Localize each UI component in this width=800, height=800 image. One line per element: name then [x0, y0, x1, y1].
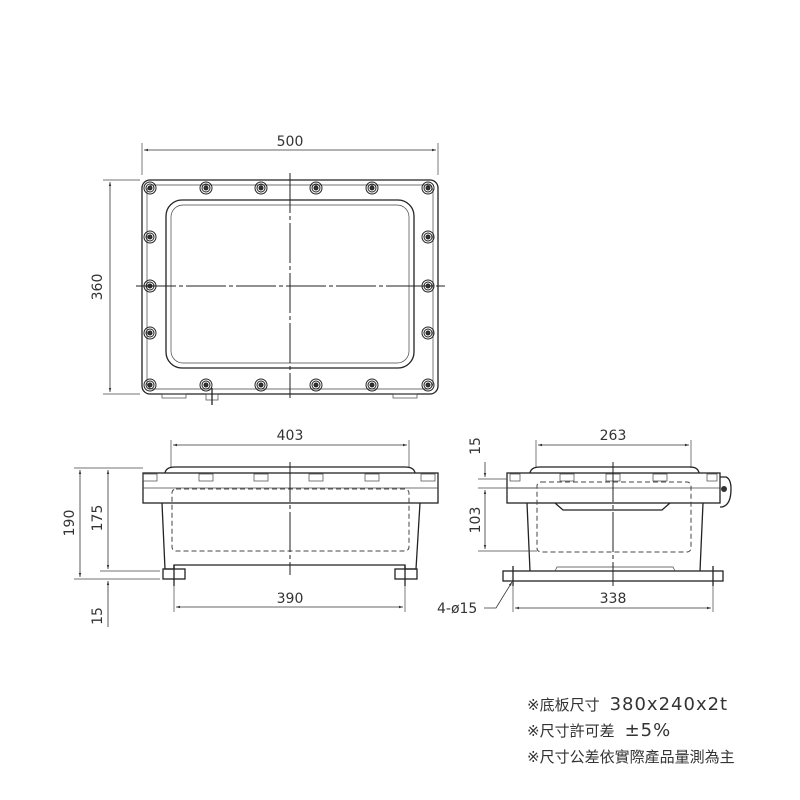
bolt-icon [143, 326, 157, 340]
bolt-icon [258, 185, 264, 191]
lug-icon [253, 473, 269, 482]
bolt-icon [425, 185, 431, 191]
dim-175: 175 [90, 505, 106, 532]
bolt-icon [145, 183, 155, 193]
note-measurement: ※尺寸公差依實際產品量測為主 [527, 744, 735, 770]
dim-500: 500 [277, 134, 304, 150]
bolt-icon [147, 330, 153, 336]
bolt-icon [143, 230, 157, 244]
bolt-icon [199, 181, 213, 195]
bolt-icon [147, 234, 153, 240]
bolt-icon [365, 378, 379, 392]
note-value: 380x240x2t [609, 694, 729, 715]
bolt-icon [311, 380, 321, 390]
bolt-icon [256, 380, 266, 390]
bolt-icon [313, 382, 319, 388]
bolt-icon [365, 181, 379, 195]
note-tolerance: ※尺寸許可差 ±5% [527, 718, 735, 744]
bolt-icon [421, 326, 435, 340]
bolt-icon [421, 181, 435, 195]
note-plate-size: ※底板尺寸 380x240x2t [527, 692, 735, 718]
bolt-icon [199, 378, 213, 392]
note-value: ±5% [624, 720, 672, 741]
bolt-icon [423, 380, 433, 390]
side-view: 263 15 103 338 4-ø15 [437, 428, 732, 617]
note-label: ※尺寸公差依實際產品量測為主 [527, 748, 735, 766]
dim-360: 360 [90, 274, 106, 301]
note-label: ※底板尺寸 [527, 696, 600, 714]
notes: ※底板尺寸 380x240x2t ※尺寸許可差 ±5% ※尺寸公差依實際產品量測為主 [527, 692, 735, 770]
bolt-icon [203, 382, 209, 388]
dim-263: 263 [600, 428, 627, 444]
bolt-icon [313, 185, 319, 191]
dim-103: 103 [468, 507, 484, 534]
bolt-icon [201, 183, 211, 193]
lug-icon [420, 473, 436, 482]
front-view: 403 190 175 15 390 [62, 428, 439, 627]
bolt-icon [309, 378, 323, 392]
bolt-icon [254, 378, 268, 392]
bolt-icon [423, 232, 433, 242]
bolt-icon [309, 181, 323, 195]
bolt-icon [145, 232, 155, 242]
bolt-icon [258, 382, 264, 388]
bolt-icon [369, 382, 375, 388]
dim-338: 338 [600, 591, 627, 607]
bolt-icon [256, 183, 266, 193]
dim-403: 403 [277, 428, 304, 444]
bolt-icon [145, 328, 155, 338]
bolt-icon [369, 185, 375, 191]
bolt-icon [143, 378, 157, 392]
lug-icon [142, 473, 158, 482]
top-view: 500 360 [90, 134, 445, 405]
bolt-icon [367, 183, 377, 193]
dim-15-front: 15 [90, 607, 106, 625]
bolt-icon [203, 185, 209, 191]
bolt-icon [423, 328, 433, 338]
bolt-icon [425, 330, 431, 336]
bolt-icon [421, 230, 435, 244]
dim-190: 190 [62, 510, 78, 537]
bolt-icon [425, 234, 431, 240]
bolt-icon [254, 181, 268, 195]
lug-icon [364, 473, 380, 482]
hole-label: 4-ø15 [437, 601, 477, 617]
note-label: ※尺寸許可差 [527, 722, 615, 740]
bolt-icon [145, 380, 155, 390]
lug-icon [198, 473, 214, 482]
bolt-icon [143, 181, 157, 195]
bolt-icon [311, 183, 321, 193]
lug-icon [308, 473, 324, 482]
dim-15-side: 15 [468, 437, 484, 455]
bolt-icon [201, 380, 211, 390]
bolt-icon [421, 378, 435, 392]
bolt-icon [147, 185, 153, 191]
bolt-icon [425, 382, 431, 388]
dim-390: 390 [277, 591, 304, 607]
bolt-icon [367, 380, 377, 390]
bolt-icon [423, 183, 433, 193]
bolt-icon [147, 382, 153, 388]
